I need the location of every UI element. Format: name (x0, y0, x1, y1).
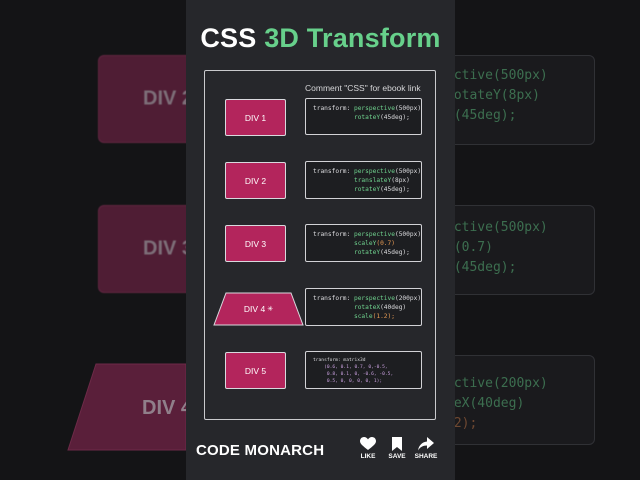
svg-text:DIV 4: DIV 4 (142, 397, 193, 419)
channel-name[interactable]: CODE MONARCH (196, 442, 325, 459)
div-3-code: transform: perspective(500px) scaleY(0.7… (305, 224, 422, 262)
div-5-label: DIV 5 (244, 365, 267, 376)
div-2-code: transform: perspective(500px) translateY… (305, 161, 422, 199)
div-1-code: transform: perspective(500px) rotateY(45… (305, 98, 422, 135)
div-4-box: DIV 4 ✳ (213, 292, 304, 326)
div-4-code: transform: perspective(200px) rotateX(40… (305, 288, 422, 326)
background-tile-label: DIV 2 (143, 87, 194, 110)
page-title: CSS 3D Transform (186, 23, 455, 54)
sparkle-icon: ✳ (267, 306, 274, 313)
background-right-panel: ective(500px) rotateY(8px) Y(45deg); ect… (445, 0, 640, 480)
ebook-comment: Comment "CSS" for ebook link (305, 83, 421, 93)
bookmark-icon (392, 437, 402, 451)
div-1-box: DIV 1 (225, 99, 286, 136)
div-2-label: DIV 2 (244, 175, 267, 186)
background-tile-label: DIV 3 (143, 237, 194, 260)
video-card: CSS 3D Transform Comment "CSS" for ebook… (186, 0, 455, 480)
demo-frame: Comment "CSS" for ebook link DIV 1 trans… (204, 70, 436, 420)
background-left-panel: DIV 2 DIV 3 DIV 4 (0, 0, 258, 480)
background-code: ective(200px) teX(40deg) .2); (445, 355, 595, 445)
div-1-label: DIV 1 (244, 112, 267, 123)
div-4-label: DIV 4 (243, 304, 266, 314)
div-2-box: DIV 2 (225, 162, 286, 199)
div-4-trapezoid (213, 292, 304, 326)
like-label: LIKE (360, 453, 376, 460)
heart-icon (360, 437, 376, 450)
div-3-label: DIV 3 (244, 238, 267, 249)
title-accent: 3D Transform (264, 23, 441, 53)
share-button[interactable]: SHARE (411, 437, 441, 460)
div-5-box: DIV 5 (225, 352, 286, 389)
div-5-code: transform: matrix3d (0.6, 0.1, 0.7, 0,-0… (305, 351, 422, 389)
div-3-box: DIV 3 (225, 225, 286, 262)
background-trapezoid: DIV 4 (67, 363, 193, 451)
save-label: SAVE (388, 453, 406, 460)
share-arrow-icon (418, 437, 434, 451)
background-code: ective(500px) rotateY(8px) Y(45deg); (445, 55, 595, 145)
background-code: ective(500px) Y(0.7) Y(45deg); (445, 205, 595, 295)
save-button[interactable]: SAVE (382, 437, 412, 460)
share-label: SHARE (414, 453, 438, 460)
title-prefix: CSS (200, 23, 257, 53)
like-button[interactable]: LIKE (353, 437, 383, 460)
